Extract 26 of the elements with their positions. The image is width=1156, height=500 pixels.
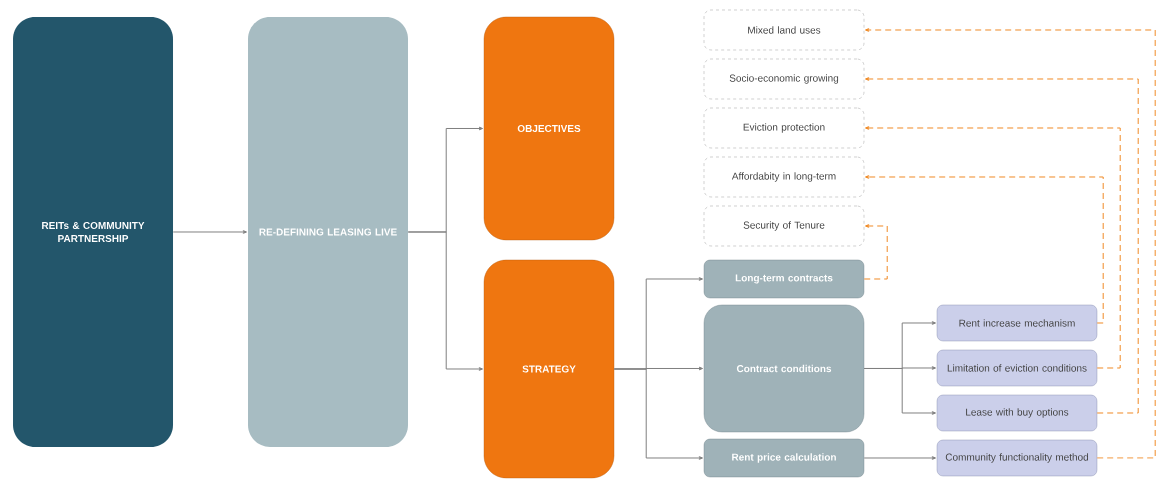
category-block: RE-DEFINING LEASING LIVE	[248, 17, 408, 447]
category-block: REITs & COMMUNITY PARTNERSHIP	[13, 17, 173, 447]
condition-box: Rent increase mechanism	[936, 304, 1098, 342]
condition-box: Community functionality method	[936, 439, 1098, 477]
category-block: STRATEGY	[483, 259, 615, 479]
strategy-box: Contract conditions	[703, 304, 865, 433]
objective-box: Eviction protection	[703, 107, 865, 149]
condition-box: Limitation of eviction conditions	[936, 349, 1098, 387]
arrow	[613, 368, 703, 460]
condition-box: Lease with buy options	[936, 394, 1098, 432]
arrow	[863, 368, 936, 415]
objective-box: Affordabity in long-term	[703, 156, 865, 198]
strategy-box: Long-term contracts	[703, 259, 865, 299]
dashed-arrow	[865, 175, 1104, 324]
dashed-arrow	[865, 126, 1121, 369]
arrow	[863, 456, 936, 460]
dashed-arrow	[865, 28, 1156, 459]
strategy-box: Rent price calculation	[703, 438, 865, 478]
category-block: OBJECTIVES	[483, 16, 615, 241]
objective-box: Mixed land uses	[703, 9, 865, 51]
arrow	[172, 230, 247, 234]
arrow	[407, 231, 483, 371]
dashed-arrow	[863, 224, 888, 280]
objective-box: Socio-economic growing	[703, 58, 865, 100]
objective-box: Security of Tenure	[703, 205, 865, 247]
dashed-arrow	[865, 77, 1139, 414]
